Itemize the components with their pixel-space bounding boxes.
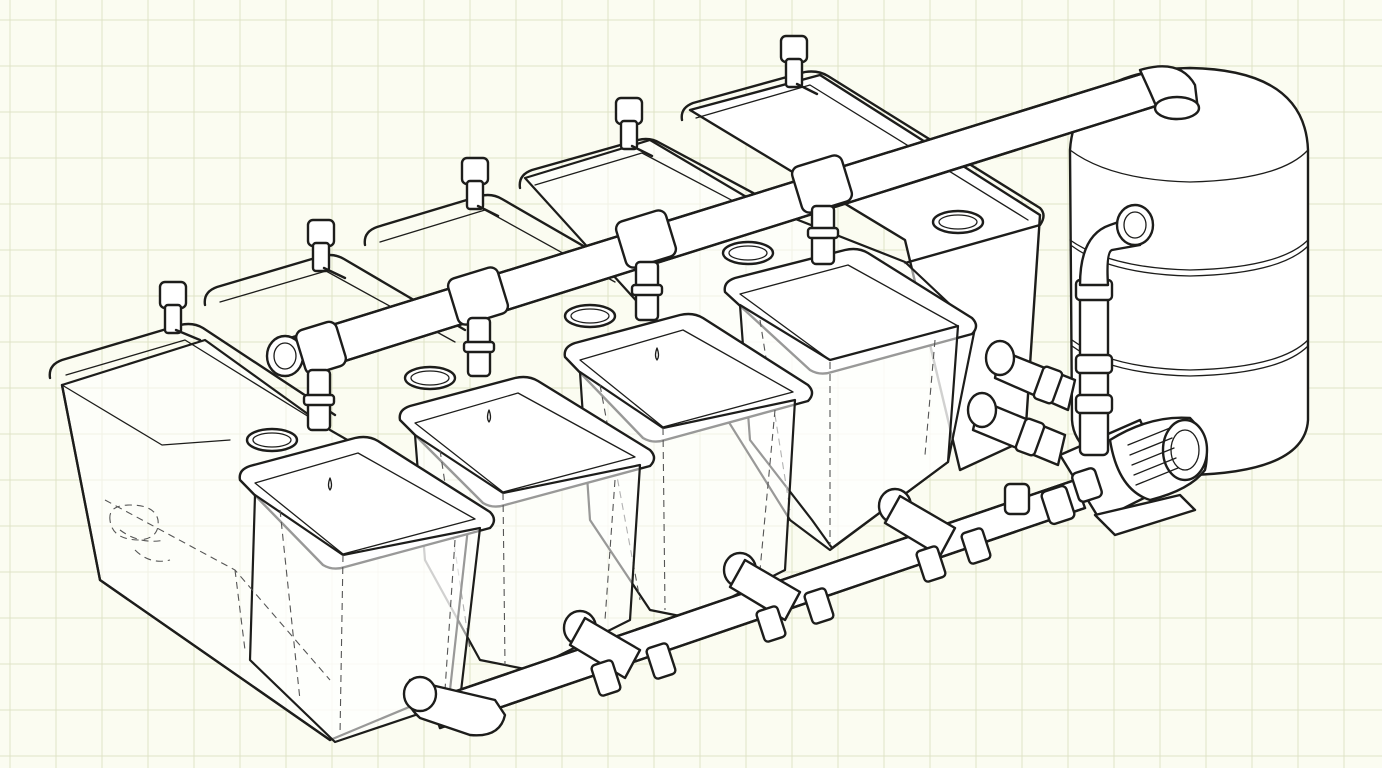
float-valves — [158, 34, 819, 342]
drip-emitters — [327, 347, 660, 491]
tank-1 — [48, 322, 496, 744]
reservoir-connections — [966, 203, 1155, 467]
return-manifold — [402, 478, 1087, 737]
electric-pump — [1058, 416, 1209, 537]
supply-drops — [302, 204, 840, 432]
float-valve-submerged — [109, 504, 171, 562]
